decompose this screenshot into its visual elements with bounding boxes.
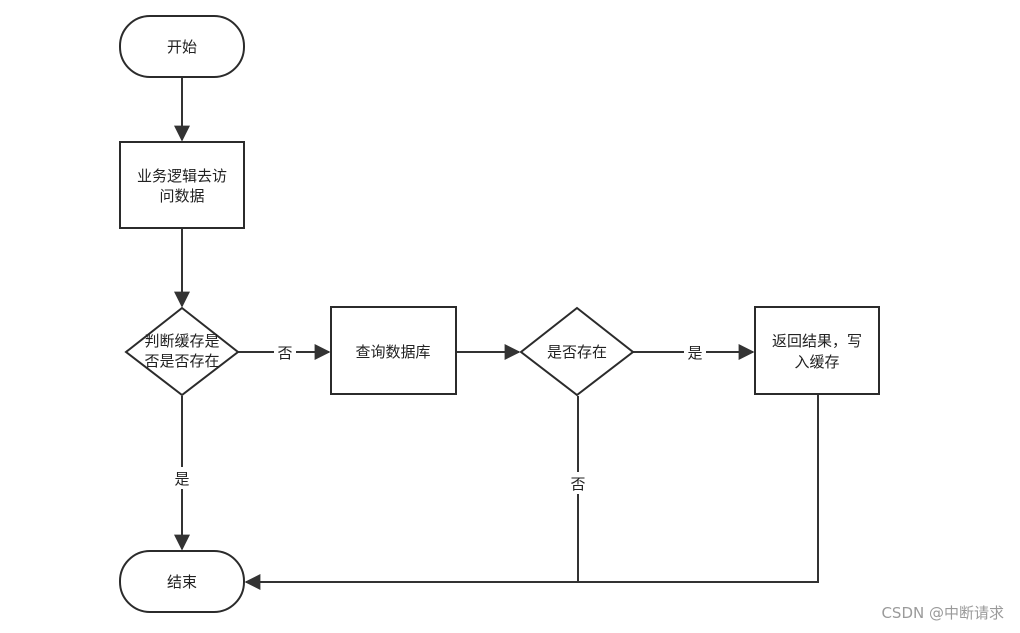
edge-label-cache-yes: 是 <box>171 467 193 489</box>
node-end: 结束 <box>119 550 245 613</box>
node-exists-label: 是否存在 <box>547 343 607 361</box>
edge-label-exists-yes: 是 <box>684 341 706 363</box>
node-end-label: 结束 <box>167 573 197 591</box>
svg-text:是: 是 <box>687 344 702 362</box>
edge-return-to-end <box>244 395 819 590</box>
node-return-write-line1: 返回结果，写 <box>772 332 862 350</box>
edge-label-cache-no: 否 <box>274 341 296 363</box>
node-access-data: 业务逻辑去访 问数据 <box>119 141 245 229</box>
node-access-data-line1: 业务逻辑去访 <box>137 167 227 185</box>
node-start-label: 开始 <box>167 38 197 56</box>
node-return-write: 返回结果，写 入缓存 <box>754 306 880 395</box>
edge-label-exists-no: 否 <box>567 472 589 494</box>
node-query-db: 查询数据库 <box>330 306 457 395</box>
node-check-cache-line2: 否是否存在 <box>144 352 219 370</box>
node-start: 开始 <box>119 15 245 78</box>
node-check-cache: 判断缓存是 否是否存在 <box>124 306 240 397</box>
node-access-data-line2: 问数据 <box>159 187 204 205</box>
node-exists: 是否存在 <box>519 306 635 397</box>
svg-text:否: 否 <box>277 344 292 362</box>
svg-text:否: 否 <box>570 475 585 493</box>
watermark: CSDN @中断请求 <box>881 604 1004 622</box>
node-check-cache-line1: 判断缓存是 <box>144 332 219 350</box>
node-query-db-label: 查询数据库 <box>355 343 430 361</box>
svg-text:是: 是 <box>174 470 189 488</box>
node-return-write-line2: 入缓存 <box>794 353 839 371</box>
